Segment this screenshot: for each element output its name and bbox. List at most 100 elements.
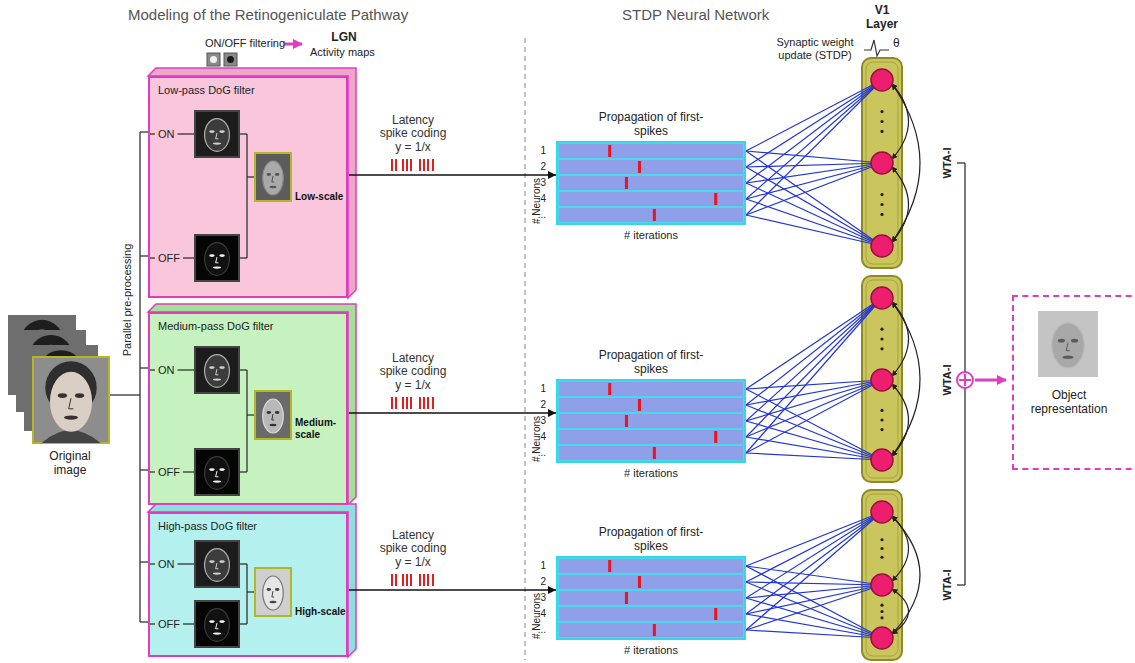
edge-label: Latency spike coding y = 1/x [377,114,449,155]
inhibition-arc [892,302,920,456]
output-box: Object representation [1012,295,1135,470]
raster-row [559,575,744,590]
flow-arrow [349,412,556,414]
mouth [270,424,277,426]
annotation-label: Original image [35,450,105,478]
image-background [255,391,291,439]
sum-symbol [957,372,973,388]
filter-image [194,110,240,158]
ellipsis-dot [880,203,883,206]
v1-column [746,276,920,482]
synapse-line [746,437,882,460]
annotation-label: STDP Neural Network [622,6,769,23]
synapse-line [746,512,882,566]
annotation-label: Activity maps [310,46,375,59]
filter-image [194,600,240,648]
raster-row [559,591,744,606]
spike-bar [391,574,393,586]
on-filter-center [210,56,217,63]
spike-mark [653,447,656,459]
wire [178,133,195,134]
filter-panel: Medium-pass DoG filterONOFFMedium-scale [148,312,348,505]
eye [267,173,272,176]
nose [216,563,219,569]
annotation-label: 2 [540,161,546,173]
mouth [270,601,277,603]
channel-label: ON [158,558,175,571]
annotation-label: # iterations [624,644,678,657]
spike-mark [653,209,656,221]
spike-mark [714,608,717,620]
edge-label: Latency spike coding y = 1/x [377,352,449,393]
filter-output-image: ON [158,540,240,588]
scale-activity-map: Medium-scale [254,390,349,440]
inhibition-arc [892,84,909,159]
wire [240,257,247,258]
neuron [871,287,893,309]
filter-image [194,540,240,588]
nose [216,257,219,263]
spike-bar [427,159,429,171]
image-background [33,357,109,443]
annotation-label: Parallel pre-processing [121,244,134,357]
raster-rows [558,558,744,638]
spike-bar [423,574,425,586]
spike-bar [410,159,412,171]
spike-train-icon [391,159,434,171]
eye [275,411,280,414]
raster-row [559,382,744,397]
annotation-label: 4 [540,431,546,443]
synapse-line [746,380,882,389]
synapse-line [746,585,882,630]
spike-train-icon [391,397,434,409]
ellipsis-dot [880,130,883,133]
scale-image [254,567,292,617]
synapse-line [746,512,882,630]
original-image-stack [8,315,109,443]
object-image [1038,311,1098,377]
spike-mark [625,415,628,427]
eye [267,588,272,591]
wta-line [964,163,965,372]
channel-label: OFF [158,466,180,479]
spike-bar [410,574,412,586]
raster-row [559,160,744,175]
mouth [213,266,221,268]
eye [209,130,215,133]
nose [69,398,74,409]
annotation-label: V1 Layer [857,4,907,32]
synapse-line [746,453,882,460]
spike-bar [391,397,393,409]
spike-bar [432,574,434,586]
eye [219,130,225,133]
annotation-label: 1 [540,145,546,157]
annotation-label: 1 [540,383,546,395]
annotation-label: 2 [540,399,546,411]
ellipsis-dot [880,193,883,196]
annotation-label: WTA-I [941,570,954,601]
synapse-line [746,199,882,246]
annotation-label: LGN [331,31,356,45]
ellipsis-dot [880,409,883,412]
wire [240,623,247,624]
face [205,609,230,642]
wta-line [964,388,965,585]
raster-rows [558,143,744,223]
scale-activity-map: High-scale [254,567,349,617]
spike-mark [608,145,611,157]
eye [209,254,215,257]
ellipsis-dot [880,547,883,550]
mouth [64,415,78,419]
nose [216,369,219,375]
spike-mark [714,193,717,205]
face [205,457,230,490]
v1-column [746,58,920,268]
mouth [213,142,221,144]
eye [209,560,215,563]
spike-bar [395,574,397,586]
synapse-line [746,215,882,246]
ellipsis-dot [880,418,883,421]
filter-panel: Low-pass DoG filterONOFFLow-scale [148,76,348,298]
eye [75,393,84,398]
